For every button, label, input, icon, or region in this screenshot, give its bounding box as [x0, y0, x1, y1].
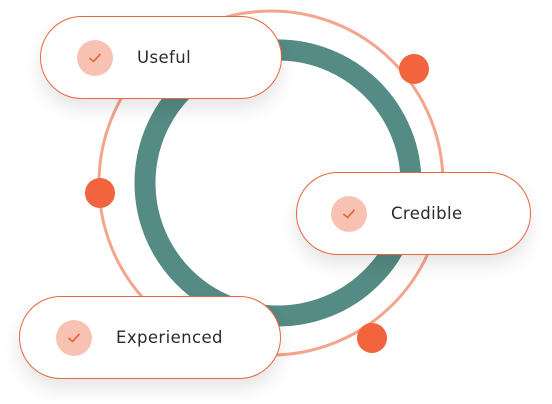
feature-pill-credible: Credible [296, 172, 531, 255]
check-icon [331, 195, 367, 232]
feature-label: Useful [137, 48, 192, 67]
ring-dot-bottom-right [357, 323, 387, 353]
feature-pill-experienced: Experienced [19, 296, 281, 379]
feature-pill-useful: Useful [40, 16, 282, 99]
check-icon [56, 319, 92, 356]
ring-dot-top-right [399, 54, 429, 84]
check-icon [77, 39, 113, 76]
ring-dot-left [85, 178, 115, 208]
feature-label: Experienced [116, 328, 223, 347]
feature-label: Credible [391, 204, 463, 223]
